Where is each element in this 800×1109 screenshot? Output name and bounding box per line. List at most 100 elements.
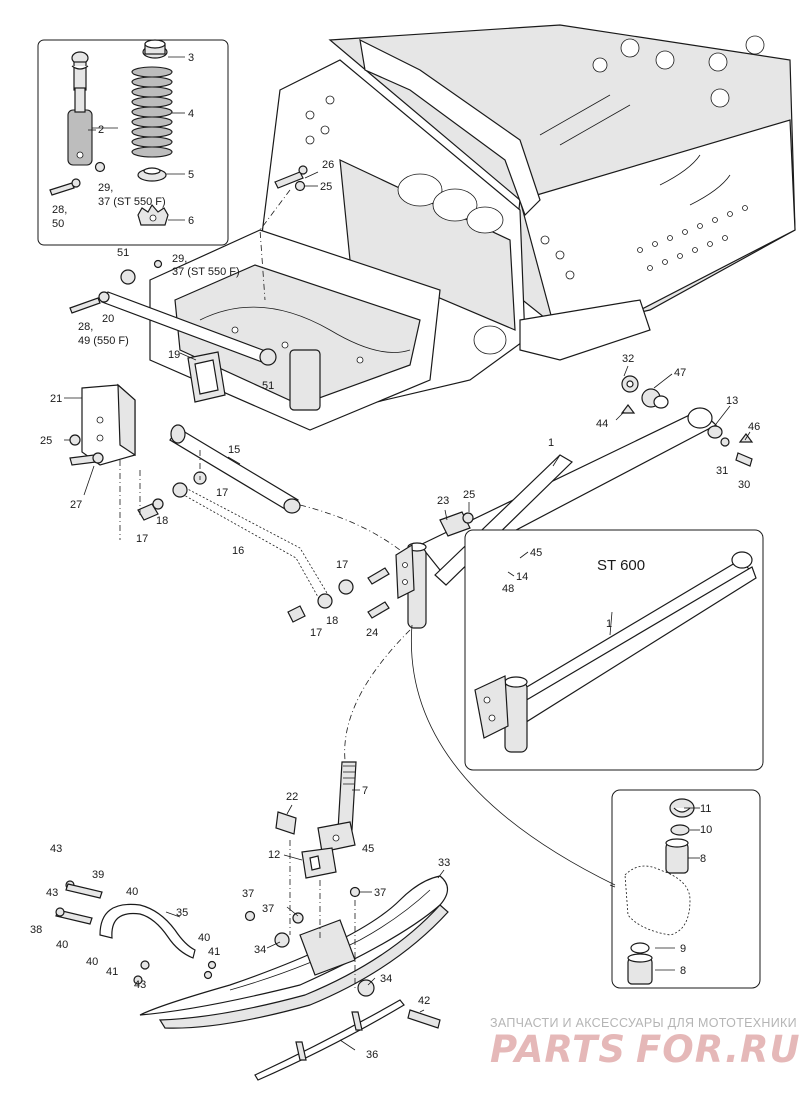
label-8-b: 8 — [680, 965, 686, 977]
label-10: 10 — [700, 824, 712, 836]
spindle — [317, 761, 357, 853]
label-34-a: 34 — [254, 944, 266, 956]
label-7: 7 — [362, 785, 368, 797]
label-2: 2 — [98, 124, 104, 136]
label-43-a: 43 — [50, 843, 62, 855]
bracket-19 — [187, 351, 226, 403]
label-43-b: 43 — [46, 887, 58, 899]
label-50-inset: 50 — [52, 218, 64, 230]
label-33: 33 — [438, 857, 450, 869]
label-39: 39 — [92, 869, 104, 881]
label-28-inset: 28, — [52, 204, 67, 216]
block-12 — [301, 847, 337, 879]
part-number-labels: 2 3 4 5 6 28, 50 29, 37 (ST 550 F) 26 25… — [30, 52, 760, 1061]
label-48: 48 — [502, 583, 514, 595]
label-17-a: 17 — [216, 487, 228, 499]
label-25-left: 25 — [40, 435, 52, 447]
label-6: 6 — [188, 215, 194, 227]
label-41-b: 41 — [106, 966, 118, 978]
bolt-26 — [274, 165, 308, 189]
watermark-tagline: ЗАПЧАСТИ И АКСЕССУАРЫ ДЛЯ МОТОТЕХНИКИ — [490, 1016, 797, 1030]
label-38: 38 — [30, 924, 42, 936]
lower-arm-rod — [137, 482, 354, 623]
label-36: 36 — [366, 1049, 378, 1061]
spring-stopper-icon — [137, 203, 185, 226]
label-17-c: 17 — [336, 559, 348, 571]
label-51-left: 51 — [117, 247, 129, 259]
label-40-b: 40 — [56, 939, 68, 951]
label-37-a: 37 — [242, 888, 254, 900]
label-24: 24 — [366, 627, 378, 639]
label-40-d: 40 — [86, 956, 98, 968]
ski-leg-hardware — [367, 375, 754, 619]
lower-arm — [169, 424, 301, 514]
label-37-main: 37 (ST 550 F) — [172, 266, 240, 278]
label-3: 3 — [188, 52, 194, 64]
bushing-22 — [275, 811, 297, 835]
label-35: 35 — [176, 907, 188, 919]
label-5: 5 — [188, 169, 194, 181]
chassis-frame — [149, 24, 796, 431]
label-21: 21 — [50, 393, 62, 405]
nut-25 — [294, 180, 306, 192]
label-44: 44 — [596, 418, 608, 430]
label-4: 4 — [188, 108, 194, 120]
leader-lines — [64, 129, 751, 1051]
label-28-main: 28, — [78, 321, 93, 333]
watermark: ЗАПЧАСТИ И АКСЕССУАРЫ ДЛЯ МОТОТЕХНИКИ PA… — [490, 1016, 800, 1071]
label-12: 12 — [268, 849, 280, 861]
ski-handle — [55, 880, 441, 1029]
label-14: 14 — [516, 571, 528, 583]
label-29-main: 29, — [172, 253, 187, 265]
label-13: 13 — [726, 395, 738, 407]
label-18-b: 18 — [326, 615, 338, 627]
label-25-right: 25 — [463, 489, 475, 501]
watermark-brand-left: PARTS — [490, 1028, 626, 1071]
label-17-b: 17 — [136, 533, 148, 545]
label-40-c: 40 — [198, 932, 210, 944]
label-9: 9 — [680, 943, 686, 955]
label-45-a: 45 — [530, 547, 542, 559]
label-31: 31 — [716, 465, 728, 477]
label-27: 27 — [70, 499, 82, 511]
label-43-c: 43 — [134, 979, 146, 991]
label-20: 20 — [102, 313, 114, 325]
label-18-a: 18 — [156, 515, 168, 527]
label-8-a: 8 — [700, 853, 706, 865]
label-15: 15 — [228, 444, 240, 456]
label-42: 42 — [418, 995, 430, 1007]
label-19: 19 — [168, 349, 180, 361]
upper-arm — [69, 259, 277, 366]
bracket-21 — [69, 383, 136, 466]
ski-runner — [254, 999, 405, 1081]
label-23: 23 — [437, 495, 449, 507]
bushing-inset — [611, 789, 761, 989]
label-46: 46 — [748, 421, 760, 433]
ski — [139, 875, 449, 1029]
label-1: 1 — [548, 437, 554, 449]
st600-inset: ST 600 — [464, 529, 764, 771]
center-lines — [119, 189, 616, 990]
label-40-a: 40 — [126, 886, 138, 898]
label-41-a: 41 — [208, 946, 220, 958]
label-11: 11 — [700, 803, 711, 815]
label-32: 32 — [622, 353, 634, 365]
label-47: 47 — [674, 367, 686, 379]
label-37-b: 37 — [262, 903, 274, 915]
label-17-d: 17 — [310, 627, 322, 639]
label-1-st600: 1 — [606, 618, 612, 630]
label-34-b: 34 — [380, 973, 392, 985]
st600-title: ST 600 — [597, 557, 645, 574]
tunnel-holes — [637, 205, 748, 271]
label-45-b: 45 — [362, 843, 374, 855]
label-37-inset: 37 (ST 550 F) — [98, 196, 166, 208]
label-16: 16 — [232, 545, 244, 557]
shock-inset — [37, 39, 229, 246]
label-29-inset: 29, — [98, 182, 113, 194]
watermark-brand-right: FOR.RU — [636, 1028, 800, 1071]
label-37-c: 37 — [374, 887, 386, 899]
coil-spring-icon — [131, 39, 185, 158]
shock-bolt-icon — [49, 178, 81, 196]
label-49-main: 49 (550 F) — [78, 335, 129, 347]
